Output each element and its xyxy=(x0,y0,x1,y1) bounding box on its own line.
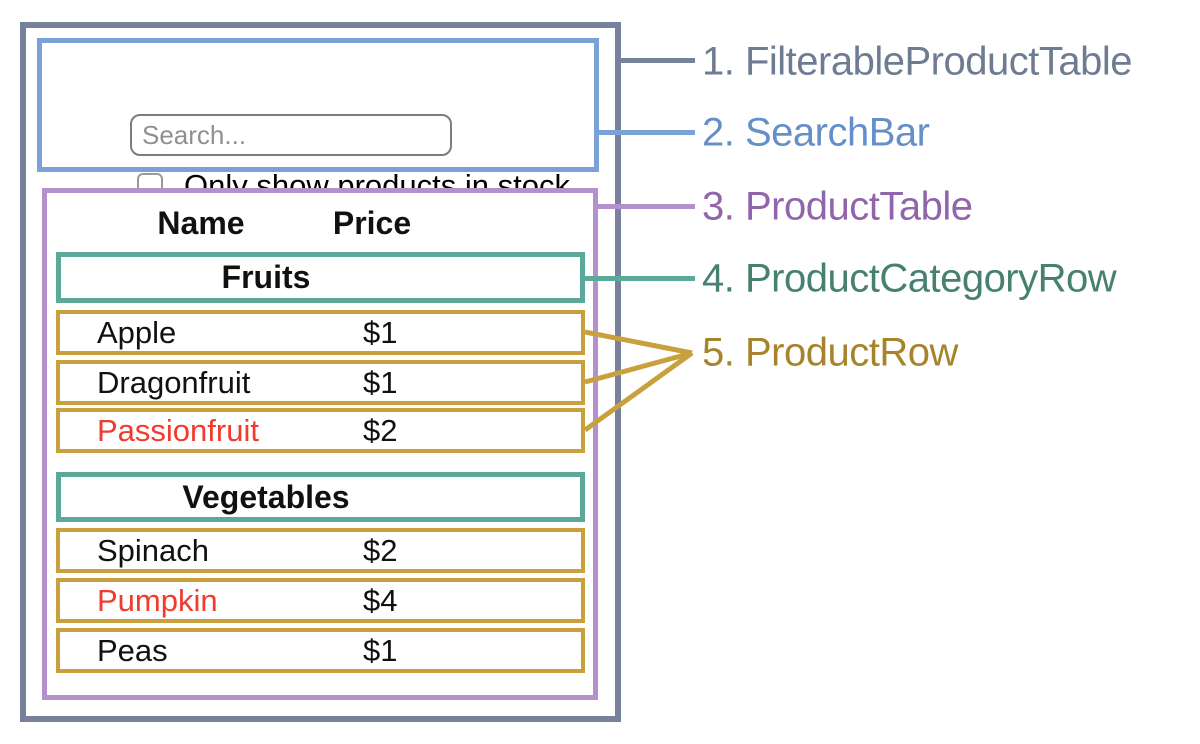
legend-label-search-bar: 2. SearchBar xyxy=(702,110,930,155)
product-row-dragonfruit: Dragonfruit $1 xyxy=(56,360,585,405)
product-price: $1 xyxy=(363,364,398,400)
product-name: Apple xyxy=(97,314,177,350)
product-price: $2 xyxy=(363,532,398,568)
category-label: Fruits xyxy=(221,259,311,295)
product-price: $4 xyxy=(363,582,398,618)
product-row-pumpkin: Pumpkin $4 xyxy=(56,578,585,623)
product-row-spinach: Spinach $2 xyxy=(56,528,585,573)
product-price: $1 xyxy=(363,314,398,350)
product-row-apple: Apple $1 xyxy=(56,310,585,355)
connector-line-product-category-row xyxy=(583,276,695,281)
product-category-row-fruits: Fruits xyxy=(56,252,585,303)
column-header-price: Price xyxy=(332,204,412,241)
connector-line-search-bar xyxy=(597,130,695,135)
product-price: $1 xyxy=(363,632,398,668)
product-row-passionfruit: Passionfruit $2 xyxy=(56,408,585,453)
search-bar-outline: Only show products in stock xyxy=(37,38,599,203)
legend-label-product-table: 3. ProductTable xyxy=(702,184,973,229)
connector-line-filterable-product-table xyxy=(617,58,695,63)
category-label: Vegetables xyxy=(182,478,350,515)
column-header-name: Name xyxy=(157,204,245,241)
legend-label-filterable-product-table: 1. FilterableProductTable xyxy=(702,39,1132,84)
legend-label-product-category-row: 4. ProductCategoryRow xyxy=(702,256,1117,301)
product-price: $2 xyxy=(363,412,398,448)
product-name-out-of-stock: Pumpkin xyxy=(97,582,218,618)
product-name: Spinach xyxy=(97,532,210,568)
product-name: Dragonfruit xyxy=(97,364,251,400)
product-category-row-vegetables: Vegetables xyxy=(56,472,585,522)
product-name-out-of-stock: Passionfruit xyxy=(97,412,259,448)
product-name: Peas xyxy=(97,632,168,668)
search-input[interactable] xyxy=(130,114,452,156)
legend-label-product-row: 5. ProductRow xyxy=(702,330,958,375)
product-row-peas: Peas $1 xyxy=(56,628,585,673)
connector-line-product-table xyxy=(595,204,695,209)
